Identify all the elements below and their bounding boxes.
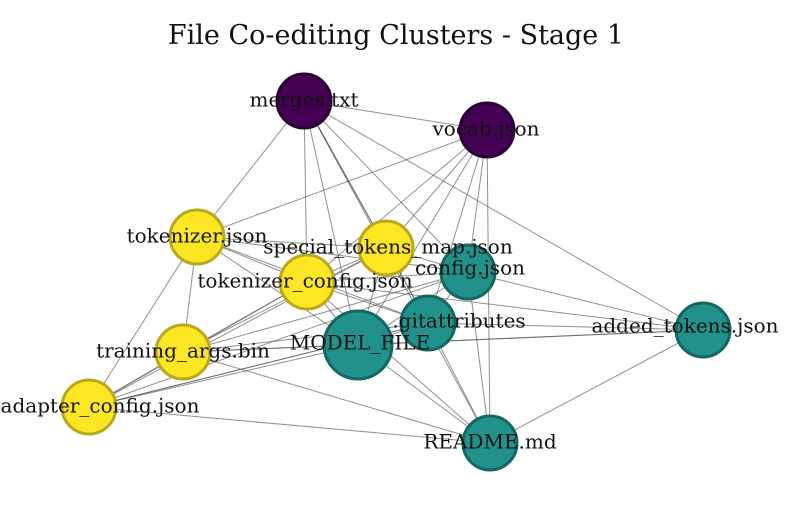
edge-adapter-readme xyxy=(88,406,491,444)
edge-training-readme xyxy=(182,351,491,444)
edge-vocab-tokcfg xyxy=(306,129,488,283)
edge-vocab-model xyxy=(357,129,488,346)
edge-merges-model xyxy=(303,100,359,346)
edge-tokenizer-special xyxy=(196,236,387,249)
node-label-vocab: vocab.json xyxy=(431,117,539,141)
node-special[interactable] xyxy=(357,219,415,277)
edge-vocab-tokenizer xyxy=(196,129,488,238)
node-tokcfg[interactable] xyxy=(278,253,336,311)
edge-merges-added xyxy=(303,100,704,331)
edge-config-training xyxy=(182,271,469,353)
edge-vocab-gitattr xyxy=(427,129,488,324)
edge-tokcfg-added xyxy=(306,281,704,331)
edge-config-readme xyxy=(467,271,491,444)
node-gitattr[interactable] xyxy=(399,294,457,352)
edge-merges-config xyxy=(303,100,469,273)
nodes-layer xyxy=(60,72,732,472)
node-label-tokcfg: tokenizer_config.json xyxy=(197,269,412,293)
node-label-tokenizer: tokenizer.json xyxy=(127,224,268,248)
graph-title: File Co-editing Clusters - Stage 1 xyxy=(168,20,624,51)
node-adapter[interactable] xyxy=(60,378,118,436)
labels-layer: merges.txt vocab.json tokenizer.jsonspecia… xyxy=(1,88,779,454)
edge-tokenizer-adapter xyxy=(88,236,198,408)
node-label-merges: merges.txt xyxy=(250,88,359,112)
node-label-model: MODEL_FILE xyxy=(290,331,430,355)
node-label-training: training_args.bin xyxy=(96,339,270,363)
node-label-special: special_tokens_map.json xyxy=(263,235,513,259)
edge-merges-vocab xyxy=(303,100,488,131)
node-label-config: config.json xyxy=(415,256,525,280)
node-label-added: added_tokens.json xyxy=(591,314,778,338)
edge-tokenizer-config xyxy=(196,236,469,273)
edge-config-adapter xyxy=(88,271,469,408)
edge-merges-tokenizer xyxy=(196,100,305,238)
edge-config-added xyxy=(467,271,704,331)
node-vocab[interactable] xyxy=(458,101,516,159)
node-training[interactable] xyxy=(154,323,212,381)
edge-special-adapter xyxy=(88,247,387,408)
node-tokenizer[interactable] xyxy=(168,208,226,266)
node-config[interactable] xyxy=(439,243,497,301)
node-added[interactable] xyxy=(674,301,732,359)
node-label-readme: README.md xyxy=(423,430,557,454)
node-readme[interactable] xyxy=(461,414,519,472)
node-merges[interactable] xyxy=(275,72,333,130)
edge-gitattr-added xyxy=(427,322,704,331)
node-label-adapter: adapter_config.json xyxy=(1,394,200,418)
edge-model-adapter xyxy=(88,344,359,408)
edge-added-readme xyxy=(489,329,704,444)
edge-merges-tokcfg xyxy=(303,100,308,283)
node-label-gitattr: .gitattributes xyxy=(392,309,525,333)
node-model[interactable] xyxy=(322,309,394,381)
edge-special-training xyxy=(182,247,387,353)
